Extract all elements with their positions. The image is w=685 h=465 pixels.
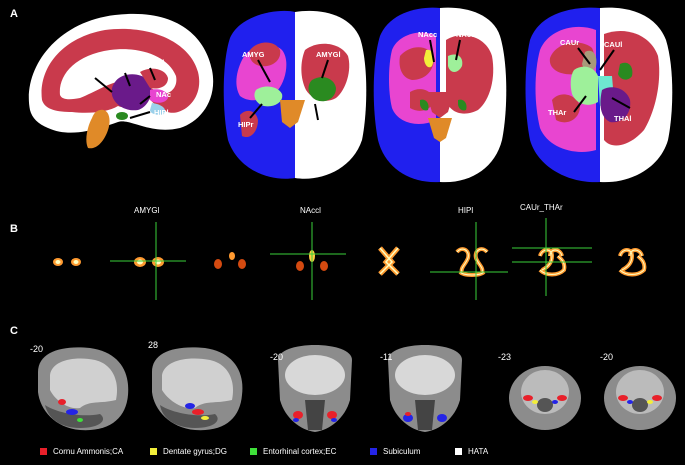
legend-swatch-hata [455,448,462,455]
label-thal-axial: THAl [614,114,632,123]
legend-label-ca: Cornu Ammonis;CA [53,447,124,456]
seed-label-amygl: AMYGl [134,206,160,215]
label-amyg-axial: AMYG [242,50,265,59]
coord-slice-4: -11 [380,352,393,362]
coord-slice-1: -20 [30,344,44,354]
label-hipl: HIPl [154,108,169,117]
label-thal: THAl [118,62,136,71]
label-nacc-right: NAcc [418,30,438,39]
seed-label-hipl: HIPl [458,206,474,215]
panel-c-letter: C [10,325,18,337]
mri-slices [38,345,676,432]
coord-slice-3: -20 [270,352,284,362]
panel-a-letter: A [10,8,18,20]
legend-label-ec: Entorhinal cortex;EC [263,447,337,456]
label-amyg: AMYG [82,70,105,79]
legend-item-ca: Cornu Ammonis;CA [40,447,123,456]
coord-slice-2: 28 [148,340,159,350]
seed-label-naccl: NAccl [300,206,321,215]
label-hipl-axial: HIPl [316,124,331,133]
label-amygl-axial: AMYGl [316,50,341,59]
axial-brain-accumbens [373,7,507,183]
legend-swatch-subiculum [370,448,377,455]
legend-swatch-ca [40,448,47,455]
seed-label-caur-thar: CAUr_THAr [520,203,563,212]
label-caur: CAUr [560,38,580,47]
label-nacc-left: NAcc [456,30,476,39]
coord-slice-6: -20 [600,352,614,362]
label-caul: CAUl [146,58,165,67]
legend-label-hata: HATA [468,447,489,456]
seed-maps [53,218,647,300]
legend-label-dg: Dentate gyrus;DG [163,447,228,456]
coord-slice-5: -23 [498,352,512,362]
axial-brain-amygdala-hippocampus [223,10,367,179]
label-thar: THAr [548,108,567,117]
sagittal-brain-illustration [28,13,214,149]
label-hipr-axial: HIPr [238,120,254,129]
legend-item-hata: HATA [455,447,488,456]
axial-brain-caudate-thalamus [525,7,673,183]
legend-swatch-ec [250,448,257,455]
label-caul-axial: CAUl [604,40,623,49]
legend-item-subiculum: Subiculum [370,447,420,456]
panel-b-letter: B [10,223,18,235]
legend-item-dg: Dentate gyrus;DG [150,447,227,456]
legend-label-subiculum: Subiculum [383,447,421,456]
legend-item-ec: Entorhinal cortex;EC [250,447,336,456]
label-nac: NAc [156,90,172,99]
legend-swatch-dg [150,448,157,455]
